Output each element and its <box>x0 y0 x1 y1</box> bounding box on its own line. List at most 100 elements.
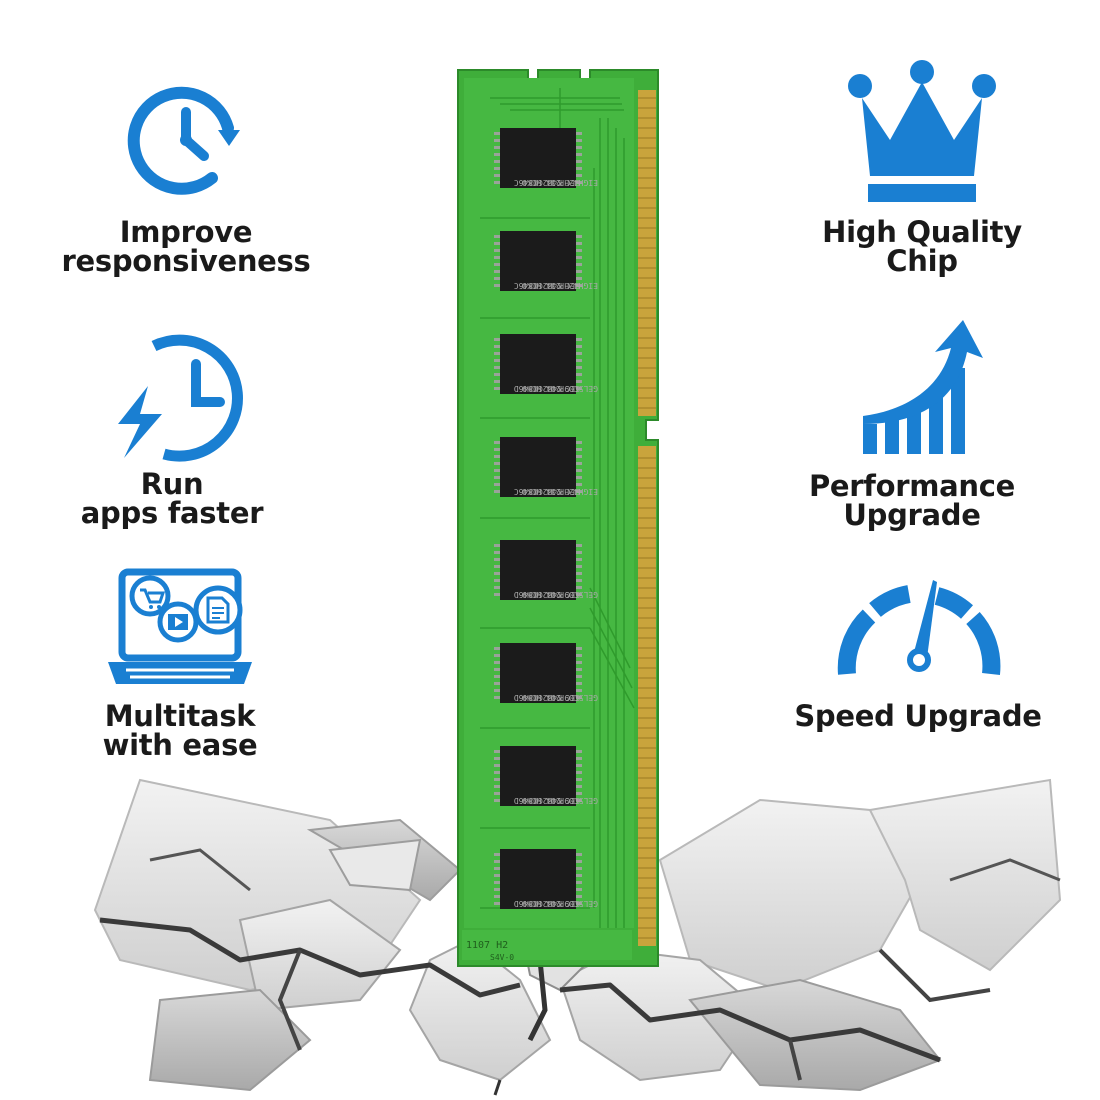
chip-pin <box>576 366 582 369</box>
chip-label: K4B2G0846D <box>514 590 562 599</box>
feature-improve-responsiveness: Improve responsiveness <box>46 70 326 276</box>
memory-chip <box>500 540 576 600</box>
chip-label: SEC 204 HCH9 <box>522 384 580 393</box>
chip-pin <box>576 345 582 348</box>
chip-pin <box>576 153 582 156</box>
ram-marking-text: 1107 H2 <box>466 940 508 951</box>
chip-pin <box>576 799 582 802</box>
chip-label: SEC 204 HCH9 <box>522 590 580 599</box>
chip-pin <box>494 860 500 863</box>
chip-pin <box>494 490 500 493</box>
chip-pin <box>576 270 582 273</box>
chip-pin <box>494 373 500 376</box>
chip-pin <box>494 359 500 362</box>
clock-refresh-icon <box>127 86 240 195</box>
chip-pin <box>576 661 582 664</box>
chip-pin <box>494 387 500 390</box>
chip-pin <box>494 785 500 788</box>
gold-contact-lines <box>638 97 656 939</box>
chip-pin <box>494 263 500 266</box>
chip-label: K4B2G0846C <box>514 487 562 496</box>
chip-pin <box>494 338 500 341</box>
chip-pin <box>576 558 582 561</box>
chip-pin <box>576 242 582 245</box>
chip-pin <box>576 654 582 657</box>
chip-pin <box>494 270 500 273</box>
feature-label: Run apps faster <box>80 467 264 530</box>
chip-pin <box>494 675 500 678</box>
chip-pin <box>494 661 500 664</box>
chip-pin <box>576 139 582 142</box>
feature-label: Improve responsiveness <box>61 215 311 278</box>
chip-pin <box>494 881 500 884</box>
chip-pin <box>576 696 582 699</box>
chip-pin <box>494 352 500 355</box>
chip-pin <box>576 448 582 451</box>
chip-pin <box>576 750 582 753</box>
chip-pin <box>494 895 500 898</box>
chip-pin <box>576 881 582 884</box>
chip-pin <box>576 792 582 795</box>
feature-high-quality-chip: High Quality Chip <box>782 58 1062 276</box>
chip-pin <box>576 455 582 458</box>
chip-pin <box>494 181 500 184</box>
feature-run-apps-faster: Run apps faster <box>32 326 312 528</box>
feature-multitask: Multitask with ease <box>40 558 320 760</box>
feature-label: Multitask with ease <box>102 699 258 762</box>
chip-pin <box>576 441 582 444</box>
chip-pin <box>494 469 500 472</box>
chip-pin <box>494 579 500 582</box>
chip-pin <box>494 167 500 170</box>
chip-pin <box>494 153 500 156</box>
chip-pin <box>494 757 500 760</box>
chip-pin <box>494 593 500 596</box>
chip-pin <box>576 352 582 355</box>
chip-label: K4B2G0846C <box>514 281 562 290</box>
chip-pin <box>494 448 500 451</box>
chip-pin <box>494 771 500 774</box>
chip-pin <box>494 551 500 554</box>
chip-label: K4B2G0846D <box>514 899 562 908</box>
chip-pin <box>576 132 582 135</box>
growth-chart-icon <box>863 320 983 454</box>
chip-pin <box>494 160 500 163</box>
chip-pin <box>576 490 582 493</box>
memory-chip <box>500 437 576 497</box>
chip-pin <box>494 277 500 280</box>
pcb-traces <box>480 88 635 928</box>
chip-pin <box>576 647 582 650</box>
chip-pin <box>576 888 582 891</box>
chip-pin <box>576 682 582 685</box>
chip-pin <box>576 338 582 341</box>
chip-pin <box>494 668 500 671</box>
chip-pin <box>576 181 582 184</box>
chip-pin <box>576 668 582 671</box>
chip-pin <box>494 256 500 259</box>
chip-pin <box>576 771 582 774</box>
chip-pin <box>576 469 582 472</box>
chip-label: GEL5C09P <box>559 693 598 702</box>
chip-pin <box>494 792 500 795</box>
chip-label: EIGH42HP <box>559 281 598 290</box>
chip-label: SEC 234 HCK0 <box>522 487 580 496</box>
chip-label: GEL5C09P <box>559 590 598 599</box>
chip-pin <box>576 483 582 486</box>
chip-pin <box>494 799 500 802</box>
chip-pin <box>576 462 582 465</box>
chip-pin <box>494 558 500 561</box>
chip-pin <box>494 441 500 444</box>
chip-pin <box>494 242 500 245</box>
chip-pin <box>576 757 582 760</box>
chip-pin <box>576 387 582 390</box>
chip-label: SEC 234 HCK0 <box>522 178 580 187</box>
chip-pin <box>576 778 582 781</box>
chip-pin <box>576 586 582 589</box>
chip-pin <box>576 476 582 479</box>
feature-speed-upgrade: Speed Upgrade <box>778 578 1058 731</box>
chip-pin <box>576 256 582 259</box>
chip-label: GEL5C09P <box>559 899 598 908</box>
feature-label: Speed Upgrade <box>794 699 1042 733</box>
chip-pin <box>576 235 582 238</box>
chip-pin <box>494 902 500 905</box>
